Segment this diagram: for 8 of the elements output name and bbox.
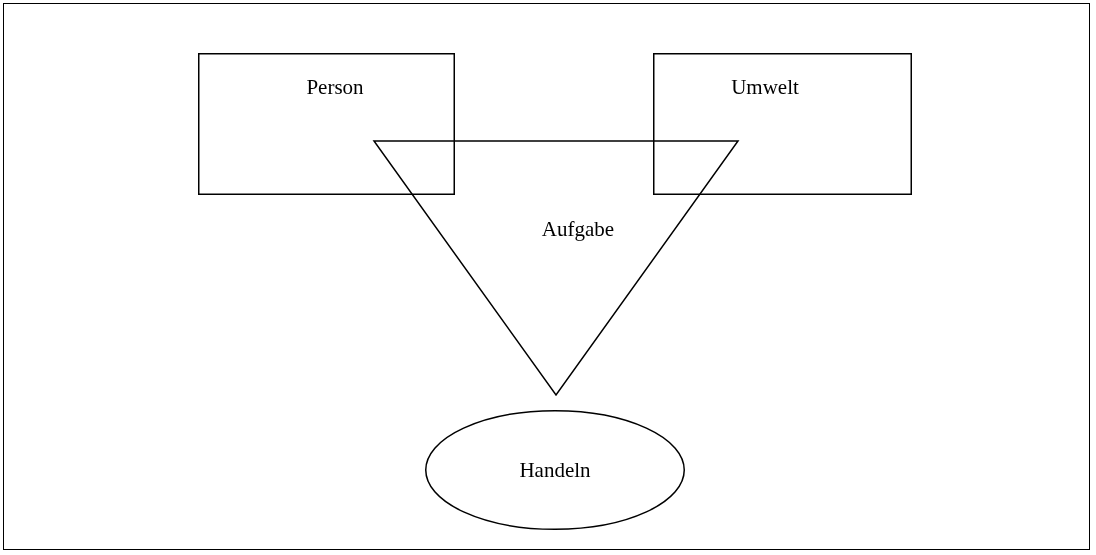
concept-box bbox=[653, 53, 912, 195]
concept-box bbox=[198, 53, 455, 195]
task-triangle bbox=[374, 141, 738, 395]
node-label: Handeln bbox=[519, 457, 591, 483]
node-label: Aufgabe bbox=[541, 216, 615, 242]
node-label: Person bbox=[306, 74, 364, 100]
node-label: Umwelt bbox=[731, 74, 799, 100]
action-ellipse bbox=[425, 410, 685, 530]
